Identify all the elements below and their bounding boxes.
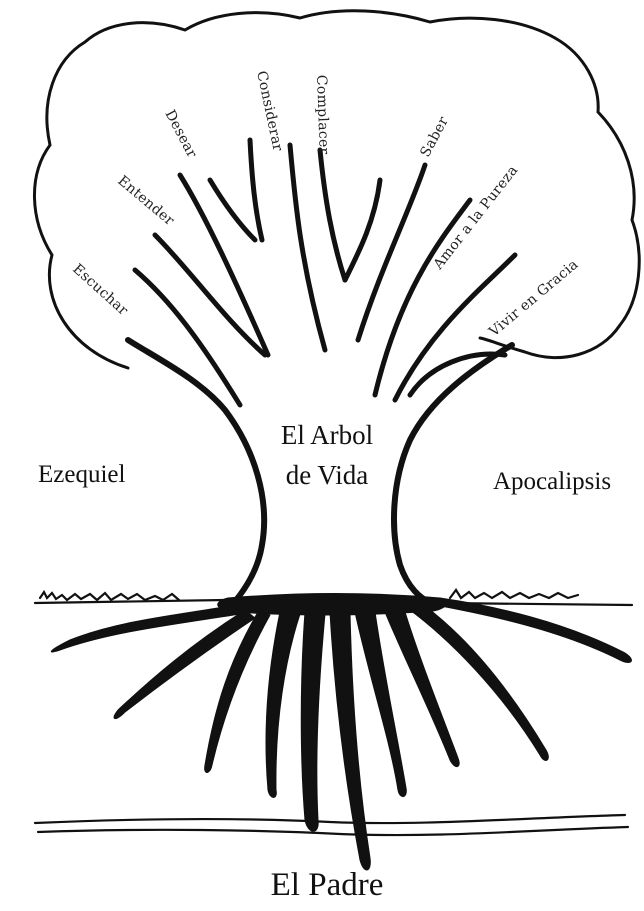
branch-label-saber: Saber bbox=[417, 114, 451, 160]
left-label-ezequiel: Ezequiel bbox=[38, 461, 126, 488]
bottom-label-el-padre: El Padre bbox=[271, 867, 384, 903]
branch-label-considerar: Considerar bbox=[253, 70, 286, 153]
branch-strokes bbox=[135, 140, 515, 405]
branch-label-escuchar: Escuchar bbox=[69, 261, 131, 319]
river-lines bbox=[35, 815, 628, 835]
center-title-line1: El Arbol bbox=[281, 420, 373, 450]
roots bbox=[51, 594, 631, 870]
branch-label-desear: Desear bbox=[161, 107, 199, 160]
trunk-left-edge bbox=[128, 340, 264, 605]
branch-label-amor-a-la-pureza: Amor a la Pureza bbox=[430, 163, 521, 274]
right-label-apocalipsis: Apocalipsis bbox=[493, 468, 611, 495]
branch-label-entender: Entender bbox=[114, 173, 177, 229]
branch-label-complacer: Complacer bbox=[313, 75, 332, 155]
center-title-line2: de Vida bbox=[286, 460, 369, 490]
